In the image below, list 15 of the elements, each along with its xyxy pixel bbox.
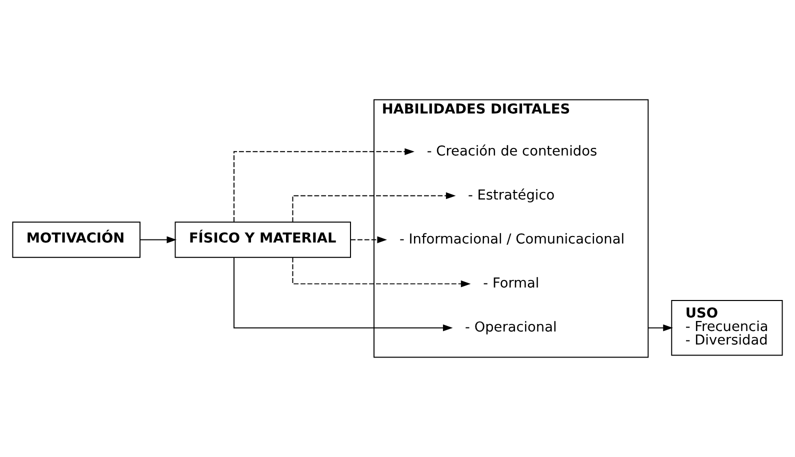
arrow	[292, 192, 456, 223]
node-box: FÍSICO Y MATERIAL	[174, 222, 351, 258]
arrow	[234, 148, 414, 222]
node-text: - Informacional / Comunicacional	[399, 231, 625, 248]
node-box: USO - Frecuencia - Diversidad	[671, 300, 783, 356]
node-text: - Operacional	[465, 320, 557, 336]
node-text: - Formal	[483, 275, 540, 292]
node-box: MOTIVACIÓN	[12, 222, 140, 258]
arrow	[350, 236, 387, 244]
node-text: - Estratégico	[468, 187, 555, 204]
arrow	[292, 256, 471, 288]
node-text: - Creación de contenidos	[426, 143, 598, 160]
arrow	[140, 236, 177, 244]
arrow	[234, 257, 453, 332]
arrow	[648, 324, 673, 332]
